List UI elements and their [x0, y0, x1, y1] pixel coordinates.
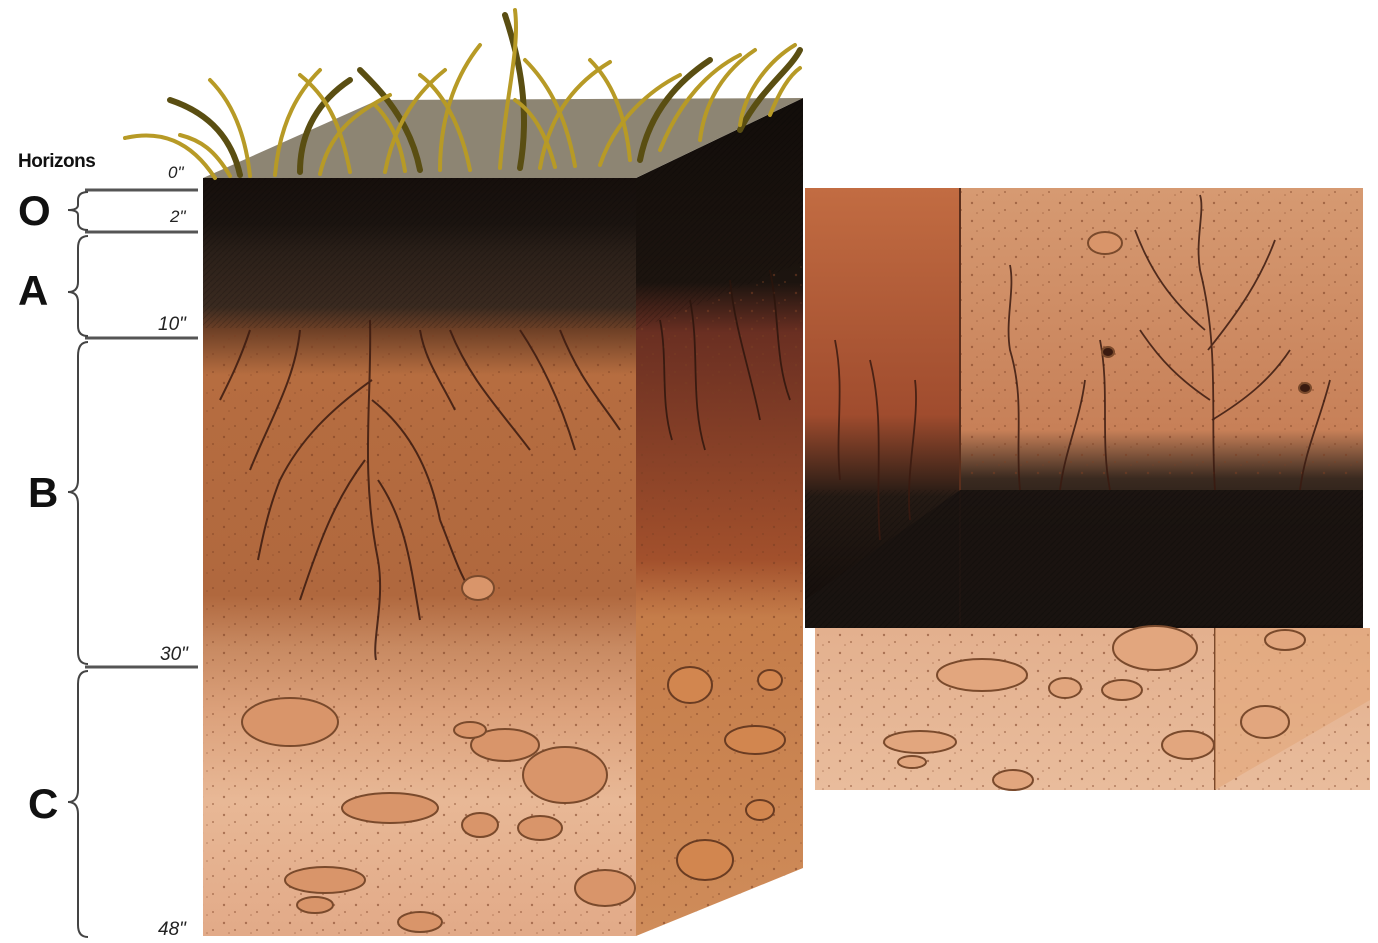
depth-label-10: 10" — [158, 314, 187, 335]
depth-label-2: 2" — [169, 207, 186, 226]
main-soil-block — [125, 10, 803, 936]
bracket-a — [68, 236, 88, 336]
horizon-letter-b: B — [28, 469, 58, 516]
horizons-heading: Horizons — [18, 151, 95, 172]
horizons-legend: Horizons O A B C 0" 2" 10" 30" 48" — [18, 151, 198, 940]
horizon-letter-o: O — [18, 187, 51, 234]
topsoil-texture — [203, 178, 636, 328]
side-face-speckle — [636, 262, 803, 936]
bracket-o — [68, 192, 88, 230]
bracket-lines — [68, 192, 88, 937]
bracket-b — [68, 342, 88, 664]
depth-label-48: 48" — [158, 919, 187, 940]
front-face-speckle — [203, 330, 636, 936]
depth-label-30: 30" — [160, 644, 189, 665]
inset-dark-texture — [805, 490, 1363, 628]
bracket-c — [68, 671, 88, 937]
horizon-letter-c: C — [28, 780, 58, 827]
depth-label-0: 0" — [168, 163, 184, 182]
depth-lines — [85, 190, 198, 667]
inset-soil-view — [805, 188, 1370, 790]
horizon-letter-a: A — [18, 267, 48, 314]
